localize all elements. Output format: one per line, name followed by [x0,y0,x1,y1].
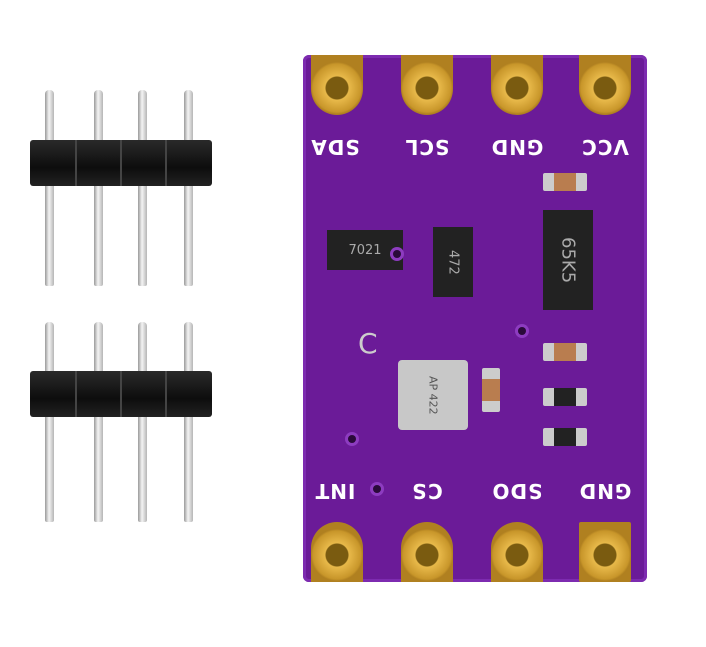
pad-cs [401,522,453,582]
capacitor [543,173,587,191]
pad-gnd-top [491,55,543,115]
pad-gnd-bottom [579,522,631,582]
chip-7021: 7021 [327,230,403,270]
label-vcc: VCC [581,135,629,159]
chip-marking: 65K5 [557,236,579,284]
resistor-array: 472 [433,227,473,297]
chip-marking: AP 422 [426,375,440,415]
capacitor [482,368,500,412]
pad-sda [311,55,363,115]
label-scl: SCL [404,135,450,159]
label-gnd-top: GND [490,135,544,159]
chip-marking: 7021 [348,242,382,258]
sensor-breakout-board: SDA SCL GND VCC 7021 472 65K5 AP 422 C I… [303,55,647,582]
pressure-sensor: AP 422 [398,360,468,430]
voltage-regulator: 65K5 [543,210,593,310]
chip-marking: 472 [445,249,461,275]
label-sda: SDA [310,135,360,159]
pad-vcc [579,55,631,115]
pad-sdo [491,522,543,582]
label-sdo: SDO [491,479,543,503]
silk-mark: C [358,327,378,360]
pad-scl [401,55,453,115]
label-gnd-bottom: GND [578,479,632,503]
resistor [543,388,587,406]
capacitor [543,343,587,361]
label-cs: CS [411,479,443,503]
label-int: INT [314,479,356,503]
pad-int [311,522,363,582]
resistor [543,428,587,446]
